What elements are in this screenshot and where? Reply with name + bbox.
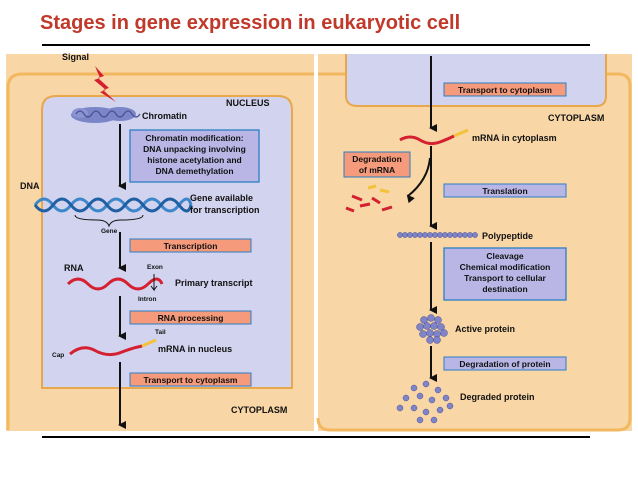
rna-processing-label: RNA processing: [158, 313, 224, 323]
cytoplasm-label-left: CYTOPLASM: [231, 405, 287, 415]
cell-membrane-right: [316, 72, 632, 432]
primary-transcript-strand: [66, 277, 164, 291]
degraded-protein-icon: [396, 380, 454, 424]
cap-label: Cap: [52, 352, 64, 359]
chromatin-mod-line-2: DNA unpacking involving: [143, 144, 246, 154]
chromatin-mod-line-1: Chromatin modification:: [145, 133, 243, 143]
nucleus-right: [345, 54, 607, 107]
intron-marker: [150, 274, 158, 292]
translation-label: Translation: [482, 186, 527, 196]
mrna-in-cytoplasm-label: mRNA in cytoplasm: [472, 133, 557, 143]
slide-title: Stages in gene expression in eukaryotic …: [40, 12, 461, 34]
cell-membrane-left: [6, 72, 314, 430]
intron-label: Intron: [138, 296, 156, 303]
protein-processing-box: [443, 247, 567, 301]
tail-label: Tail: [155, 329, 166, 336]
chromatin-mod-line-4: DNA demethylation: [155, 166, 233, 176]
polypeptide-label: Polypeptide: [482, 231, 533, 241]
active-protein-label: Active protein: [455, 324, 515, 334]
transport-to-cytoplasm-box-left: [129, 372, 252, 387]
transcription-box: [129, 238, 252, 253]
processing-line-3: Transport to cellular: [464, 273, 546, 283]
translation-box: [443, 183, 567, 198]
transport-to-cytoplasm-box-right: [443, 82, 567, 97]
chromatin-icon: [71, 107, 141, 123]
degradation-of-mrna-line-1: Degradation: [352, 154, 402, 164]
cytoplasm-label-right: CYTOPLASM: [548, 113, 604, 123]
gene-available-line-2: for transcription: [190, 205, 260, 215]
degradation-of-mrna-line-2: of mRNA: [359, 165, 395, 175]
mrna-in-nucleus-label: mRNA in nucleus: [158, 344, 232, 354]
degraded-protein-label: Degraded protein: [460, 392, 535, 402]
degradation-of-protein-label: Degradation of protein: [459, 359, 550, 369]
dna-label: DNA: [20, 181, 40, 191]
chromatin-label: Chromatin: [142, 111, 187, 121]
processing-line-4: destination: [482, 284, 527, 294]
rna-label: RNA: [64, 263, 84, 273]
mrna-nucleus-tail: [141, 338, 157, 348]
chromatin-modification-box: [129, 129, 260, 183]
active-protein-icon: [416, 314, 448, 344]
degraded-mrna-fragments: [345, 184, 393, 213]
nucleus-label: NUCLEUS: [226, 98, 270, 108]
dna-double-helix-icon: [33, 197, 193, 213]
polypeptide-icon: [397, 232, 478, 238]
exon-label: Exon: [147, 264, 163, 271]
mrna-cytoplasm-tail: [453, 128, 469, 138]
title-underline: [42, 44, 590, 46]
chromatin-mod-line-3: histone acetylation and: [147, 155, 241, 165]
mrna-cytoplasm-strand: [399, 134, 455, 146]
bottom-rule: [42, 436, 590, 438]
degradation-of-protein-box: [443, 356, 567, 371]
right-cytoplasm-bg: [318, 54, 632, 431]
processing-line-2: Chemical modification: [460, 262, 551, 272]
signal-bolt: [94, 66, 116, 102]
signal-label: Signal: [62, 52, 89, 62]
transport-to-cytoplasm-label-right: Transport to cytoplasm: [458, 85, 552, 95]
degradation-branch-arrow: [406, 157, 431, 204]
rna-processing-box: [129, 310, 252, 325]
transcription-label: Transcription: [164, 241, 218, 251]
primary-transcript-label: Primary transcript: [175, 278, 253, 288]
gene-bracket: [74, 214, 144, 228]
processing-line-1: Cleavage: [486, 251, 524, 261]
degradation-of-mrna-box: [343, 151, 411, 178]
transport-to-cytoplasm-label-left: Transport to cytoplasm: [144, 375, 238, 385]
mrna-nucleus-strand: [69, 344, 143, 357]
gene-available-line-1: Gene available: [190, 193, 253, 203]
gene-label: Gene: [101, 228, 118, 235]
